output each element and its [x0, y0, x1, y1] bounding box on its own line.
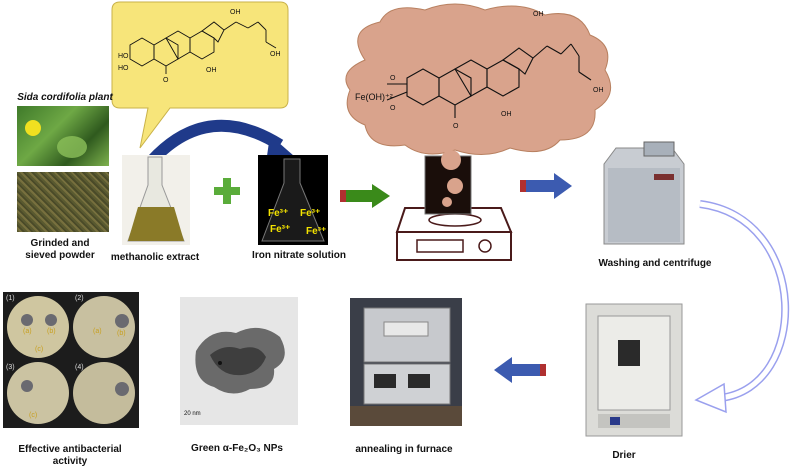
hot-plate-stirrer [395, 150, 513, 261]
svg-text:OH: OH [533, 11, 544, 18]
svg-text:OH: OH [501, 111, 512, 118]
blue-arrow-left [494, 357, 546, 383]
molecule-bubble: HO HO O OH OH OH [111, 1, 289, 149]
svg-text:O: O [453, 123, 459, 130]
plus-icon [214, 178, 240, 204]
extract-flask-photo [122, 155, 190, 245]
fe-ion-2: Fe³⁺ [300, 208, 321, 219]
plate-label-3: (3) [6, 364, 15, 371]
well-b-2: (b) [117, 330, 126, 337]
well-c-3: (c) [29, 412, 38, 419]
fe-ion-4: Fe³⁺ [306, 226, 327, 237]
fe-ion-1: Fe³⁺ [268, 208, 289, 219]
well-c-1: (c) [35, 346, 44, 353]
powder-label-1: Grinded and [30, 238, 90, 249]
centrifuge-label: Washing and centrifuge [598, 258, 712, 269]
well-a-2: (a) [93, 328, 102, 335]
drier-label: Drier [612, 450, 636, 461]
antibacterial-plates: (1) (2) (3) (4) (a) (b) (c) (a) (b) (c) [3, 292, 139, 428]
powder-photo [17, 172, 109, 232]
tem-image: 20 nm [180, 297, 298, 425]
plate-label-2: (2) [75, 295, 84, 302]
svg-text:HO: HO [118, 65, 129, 72]
svg-text:O: O [163, 77, 169, 84]
blue-arrow-right [520, 173, 572, 199]
centrifuge-photo [598, 138, 690, 250]
fe-ion-3: Fe³⁺ [270, 224, 291, 235]
nps-label: Green α-Fe₂O₃ NPs [191, 443, 283, 454]
furnace-label: annealing in furnace [355, 444, 453, 455]
iron-flask-photo [258, 155, 328, 245]
complex-cloud: O O O OH OH OH [345, 3, 612, 155]
antibacterial-label-2: activity [52, 456, 88, 467]
well-a-1: (a) [23, 328, 32, 335]
extract-label: methanolic extract [110, 252, 200, 263]
svg-text:OH: OH [270, 51, 281, 58]
furnace-photo [350, 298, 462, 426]
drier-photo [584, 302, 684, 438]
powder-label-2: sieved powder [25, 250, 95, 261]
green-arrow [340, 184, 390, 208]
tem-scale: 20 nm [184, 411, 201, 417]
svg-text:OH: OH [206, 67, 217, 74]
svg-text:HO: HO [118, 53, 129, 60]
svg-text:O: O [390, 75, 396, 82]
svg-text:O: O [390, 105, 396, 112]
antibacterial-label-1: Effective antibacterial [18, 444, 122, 455]
complex-charge-label: Fe(OH)⁺² [355, 92, 393, 102]
svg-text:OH: OH [593, 87, 604, 94]
plant-title: Sida cordifolia plant [17, 92, 113, 103]
curve-arrow [694, 200, 790, 414]
plate-label-4: (4) [75, 364, 84, 371]
well-b-1: (b) [47, 328, 56, 335]
plate-label-1: (1) [6, 295, 15, 302]
svg-text:OH: OH [230, 9, 241, 16]
iron-label: Iron nitrate solution [252, 250, 346, 261]
plant-photo [17, 106, 109, 166]
